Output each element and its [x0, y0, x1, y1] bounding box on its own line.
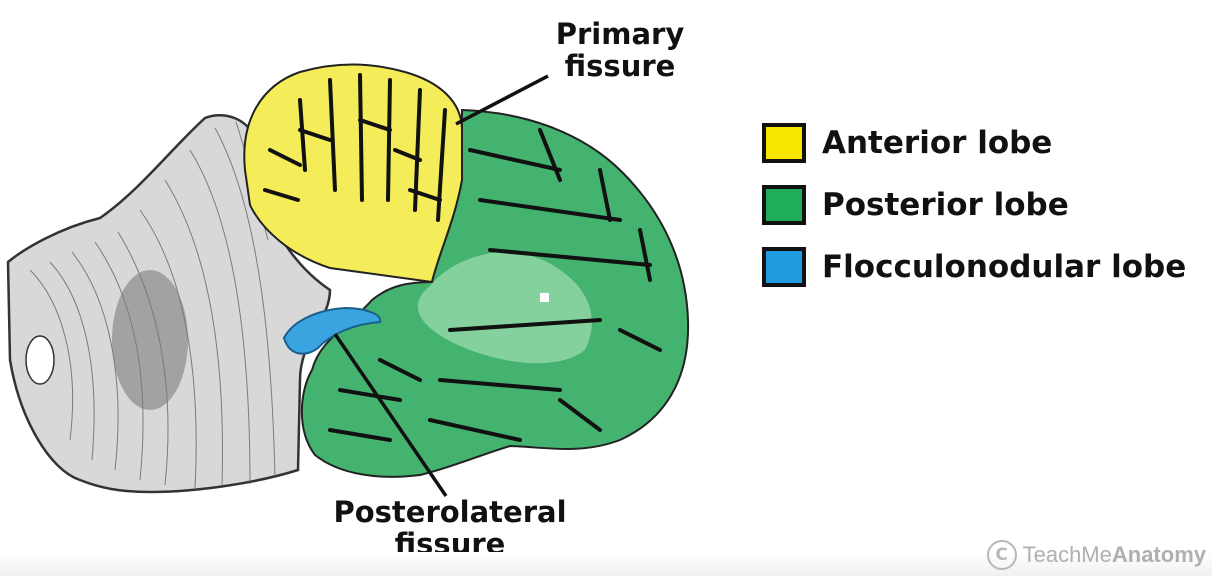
legend-item-anterior-lobe: Anterior lobe [762, 112, 1186, 174]
legend-label-posterior-lobe: Posterior lobe [822, 187, 1069, 223]
legend-item-posterior-lobe: Posterior lobe [762, 174, 1186, 236]
brand-name-bold: Anatomy [1111, 542, 1206, 567]
legend-label-anterior-lobe: Anterior lobe [822, 125, 1053, 161]
brand-name: TeachMeAnatomy [1023, 542, 1206, 568]
folia-detail [263, 73, 662, 442]
primary-fissure-label-line2: fissure [564, 49, 676, 83]
brand-name-regular: TeachMe [1022, 542, 1112, 567]
posterolateral-fissure-label: Posterolateral fissure [300, 496, 600, 560]
primary-fissure-pointer [455, 74, 549, 126]
primary-fissure-label: Primary fissure [520, 18, 720, 82]
brainstem-illustration [6, 113, 332, 494]
legend: Anterior lobe Posterior lobe Flocculonod… [762, 112, 1186, 298]
copyright-icon: C [986, 540, 1017, 570]
posterolateral-fissure-label-line1: Posterolateral [333, 495, 567, 529]
legend-label-flocculonodular-lobe: Flocculonodular lobe [822, 249, 1187, 285]
flocculonodular-lobe-swatch [762, 247, 806, 287]
center-marker [540, 293, 549, 302]
anterior-lobe-swatch [762, 123, 806, 163]
flocculonodular-lobe-region [282, 306, 382, 355]
posterior-lobe-swatch [762, 185, 806, 225]
primary-fissure-label-line1: Primary [555, 17, 685, 51]
anterior-lobe-region [243, 63, 463, 284]
teachmeanatomy-watermark: C TeachMeAnatomy [986, 540, 1206, 570]
posterior-lobe-core [417, 252, 592, 364]
legend-item-flocculonodular-lobe: Flocculonodular lobe [762, 236, 1186, 298]
posterolateral-fissure-pointer [333, 333, 448, 497]
